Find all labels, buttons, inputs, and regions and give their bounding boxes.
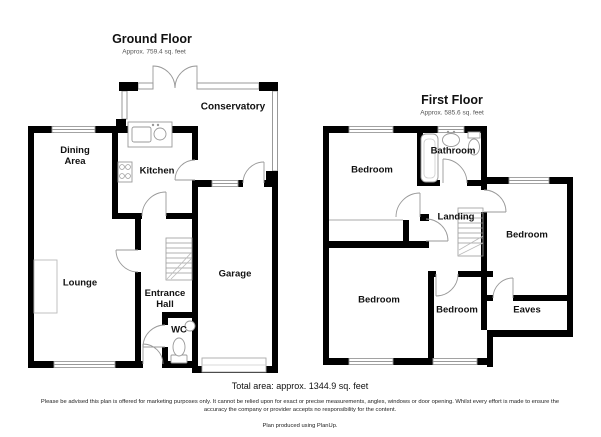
total-area-text: Total area: approx. 1344.9 sq. feet	[231, 381, 369, 391]
french-doors	[152, 65, 198, 89]
room-label-garage: Garage	[218, 268, 252, 280]
ground-floor-title: Ground Floor	[112, 32, 192, 46]
eaves-door-arc	[492, 277, 514, 299]
bedroom-right-door-arc	[483, 189, 507, 213]
wc-basin-icon	[184, 320, 196, 332]
room-label-conservatory: Conservatory	[200, 101, 266, 113]
garage-window	[211, 180, 239, 187]
bathroom-toilet-icon	[467, 131, 481, 156]
room-label-bedroom-right: Bedroom	[506, 229, 548, 241]
ground-floor-area: Approx. 759.4 sq. feet	[122, 48, 186, 56]
hob-icon	[117, 161, 133, 183]
wc-toilet-icon	[170, 337, 188, 364]
first-floor-doors	[395, 158, 514, 299]
front-door-arc	[142, 343, 164, 365]
room-label-entrance-hall: Entrance Hall	[144, 288, 186, 310]
stairs-icon-ground	[165, 237, 193, 281]
stairs-icon-first	[457, 207, 484, 257]
disclaimer-text: Please be advised this plan is offered f…	[40, 399, 560, 414]
garage-door	[201, 357, 267, 373]
bathtub-icon	[420, 133, 439, 183]
bedroom-right-window	[508, 177, 550, 184]
bathroom-window	[437, 126, 465, 133]
bedroom-back-left-window	[348, 358, 394, 365]
bedroom-front-door-arc	[395, 192, 421, 218]
first-floor-area: Approx. 585.6 sq. feet	[420, 109, 484, 117]
garage-conservatory-door-arc	[242, 161, 265, 184]
kitchen-door-arc	[141, 191, 167, 217]
lounge-door-arc	[115, 249, 139, 273]
lounge-window	[53, 361, 116, 368]
lounge-recess	[33, 259, 58, 314]
first-floor-windows	[348, 126, 550, 365]
bedroom-back-middle-door-arc	[435, 273, 459, 297]
first-floor-plan	[323, 126, 573, 367]
first-floor-walls	[323, 126, 573, 367]
bedroom-back-left-door-arc	[425, 218, 449, 242]
dining-window	[51, 126, 96, 133]
bathroom-sink-icon	[442, 130, 460, 147]
room-label-wc: WC	[171, 324, 187, 336]
ground-floor-doors	[115, 159, 265, 365]
plan-credit-text: Plan produced using PlanUp.	[262, 423, 338, 429]
bedroom-back-middle-window	[432, 358, 478, 365]
kitchen-side-door-arc	[174, 159, 196, 181]
room-label-bathroom: Bathroom	[430, 145, 476, 157]
room-label-eaves: Eaves	[513, 304, 541, 316]
room-label-bedroom-back-middle: Bedroom	[436, 304, 478, 316]
ground-floor-plan	[28, 65, 278, 373]
bedroom-front-window	[348, 126, 394, 133]
room-label-bedroom-front: Bedroom	[351, 164, 393, 176]
first-floor-title: First Floor	[421, 93, 483, 107]
ground-floor-windows	[51, 126, 267, 373]
kitchen-sink-icon	[127, 121, 173, 148]
room-label-landing: Landing	[437, 211, 475, 223]
bathroom-door-arc	[442, 158, 468, 184]
room-label-bedroom-back-left: Bedroom	[358, 294, 400, 306]
room-label-dining-area: Dining Area	[60, 145, 90, 167]
room-label-lounge: Lounge	[62, 277, 98, 289]
ground-floor-walls	[28, 82, 278, 373]
wc-door-arc	[142, 324, 166, 348]
room-label-kitchen: Kitchen	[139, 165, 175, 177]
